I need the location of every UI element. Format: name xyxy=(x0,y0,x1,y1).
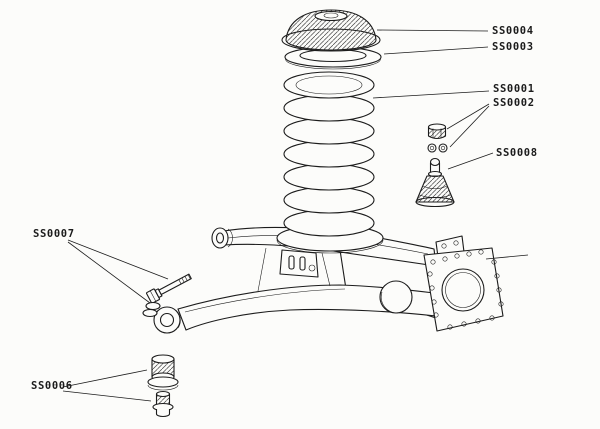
arm-hole xyxy=(379,280,413,314)
bushing-upper xyxy=(147,354,179,391)
label-ss0002: SS0002 xyxy=(493,97,535,109)
pivot-bolt xyxy=(146,273,192,304)
leader-ss0004 xyxy=(376,29,489,32)
bolt-washers xyxy=(142,301,161,318)
leader-ss0007-bolt xyxy=(67,239,169,280)
rivet-holes xyxy=(427,249,504,330)
trailing-arm xyxy=(153,226,504,334)
leader-ss0006-lower xyxy=(62,390,152,402)
leader-lines xyxy=(62,29,529,402)
label-ss0007: SS0007 xyxy=(33,228,75,240)
spring-seat-ring xyxy=(284,46,382,70)
spring-top-mount-cap xyxy=(281,9,381,52)
bump-stop xyxy=(415,157,455,208)
leader-ss0006-upper xyxy=(62,369,148,388)
mounting-nut xyxy=(427,123,447,140)
label-ss0004: SS0004 xyxy=(492,25,534,37)
label-ss0008: SS0008 xyxy=(496,147,538,159)
label-ss0003: SS0003 xyxy=(492,41,534,53)
leader-ss0001 xyxy=(372,90,490,99)
leader-bracket xyxy=(485,254,529,260)
coil-spring xyxy=(283,71,375,237)
center-bracket xyxy=(279,249,319,278)
leader-ss0007-washer xyxy=(67,241,151,304)
label-ss0001: SS0001 xyxy=(493,83,535,95)
label-ss0006: SS0006 xyxy=(31,380,73,392)
leader-ss0008 xyxy=(447,152,494,170)
rear-bracket-plate xyxy=(423,235,504,332)
leader-ss0002-nut xyxy=(446,103,490,130)
bushing-lower xyxy=(152,390,174,418)
leader-ss0003 xyxy=(383,46,489,55)
leader-ss0002-washer xyxy=(449,105,490,148)
lock-washer xyxy=(427,143,448,153)
part-labels: SS0004 SS0003 SS0001 SS0002 SS0008 SS000… xyxy=(31,25,538,392)
